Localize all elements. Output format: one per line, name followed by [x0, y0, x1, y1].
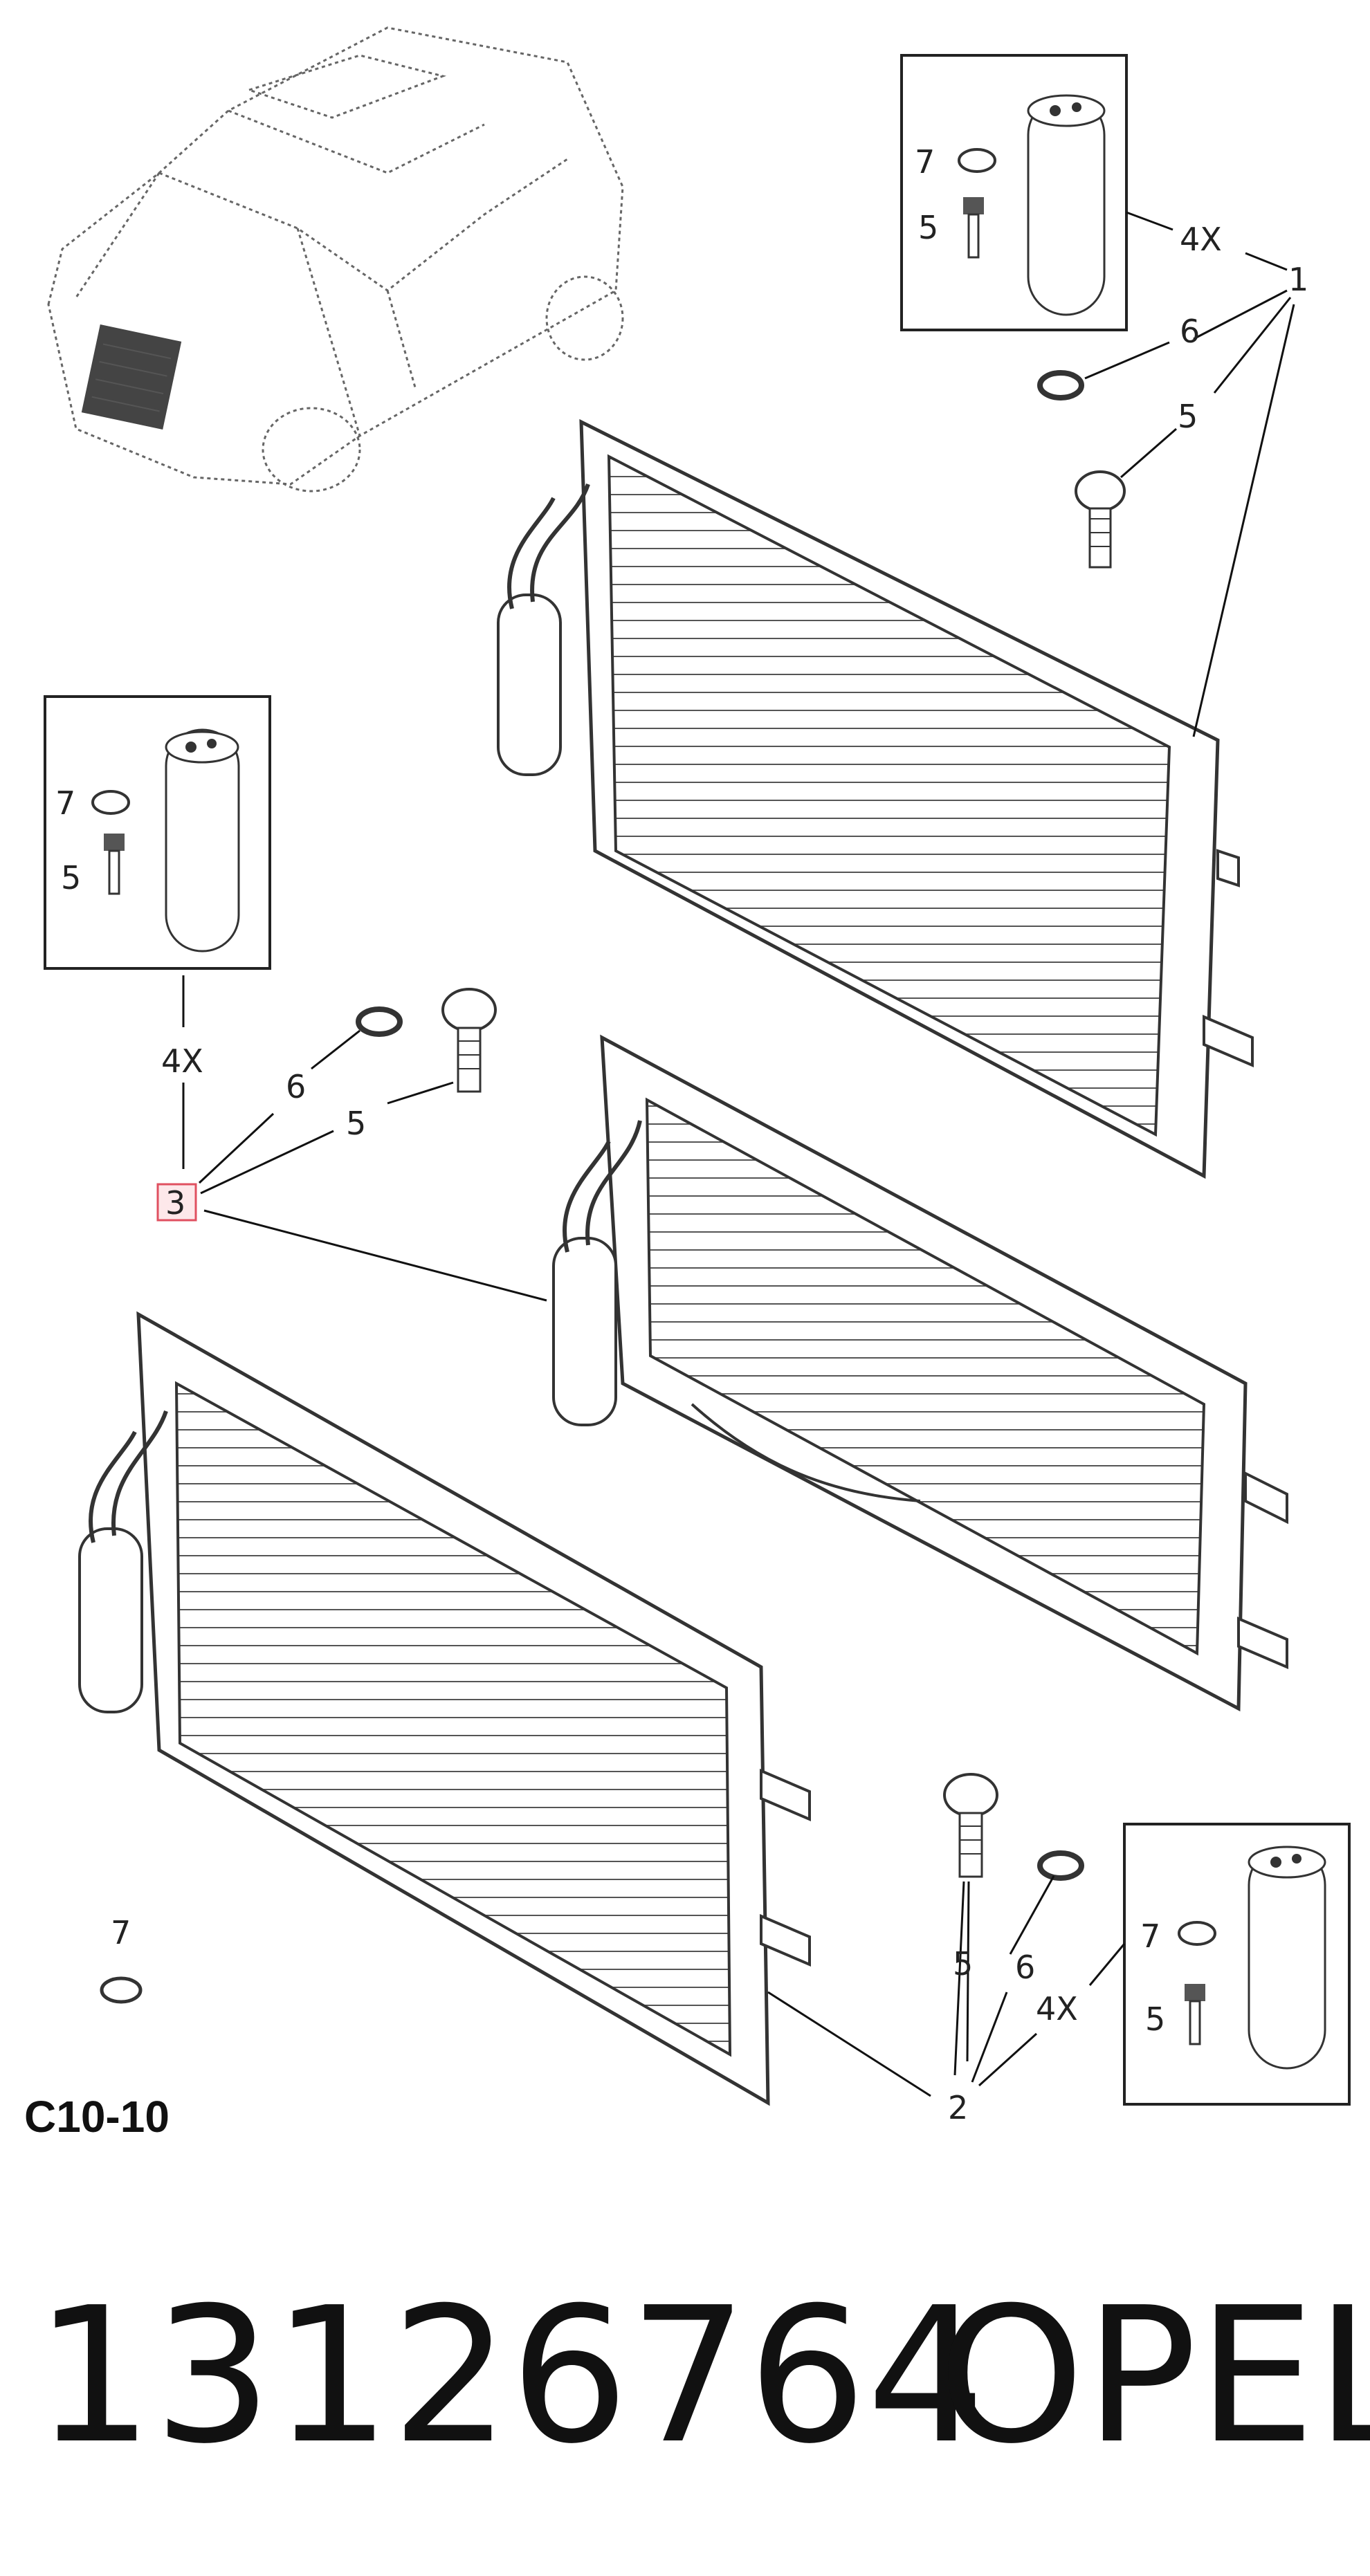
callout-4x-bottom: 4X	[1036, 1990, 1078, 2027]
inset-dryer-kit-top	[900, 54, 1128, 331]
seal-ring-top	[1037, 370, 1084, 401]
condenser-assembly-1	[497, 418, 1254, 1179]
callout-4x-left: 4X	[161, 1042, 203, 1080]
callout-5-left-box: 5	[61, 859, 81, 896]
o-ring-loose	[100, 1976, 143, 2004]
part-number: 13126764	[35, 2267, 986, 2485]
condenser-assembly-2	[552, 1034, 1288, 1712]
bolt-mid	[441, 988, 497, 1093]
callout-6-bottom: 6	[1015, 1949, 1035, 1986]
callout-6-mid: 6	[286, 1068, 306, 1105]
callout-5-bottom-box: 5	[1145, 2000, 1165, 2038]
sheet-code: C10-10	[24, 2092, 170, 2142]
callout-3: 3	[165, 1184, 185, 1222]
callout-7-left-box: 7	[55, 784, 75, 822]
callout-6-top: 6	[1180, 313, 1200, 350]
bolt-top	[1075, 470, 1126, 569]
inset-dryer-kit-left	[44, 695, 271, 970]
callout-5-top: 5	[1178, 398, 1198, 435]
bolt-bottom	[943, 1773, 998, 1878]
callout-7-top-box: 7	[915, 143, 935, 181]
callout-7-loose: 7	[111, 1914, 131, 1951]
inset-dryer-kit-bottom	[1123, 1823, 1351, 2106]
callout-labels: 4X 1 6 5 7 5 7 5 4X 6 5 3 7 5 6 4X 2 7 5…	[24, 143, 1308, 2142]
seal-ring-mid	[356, 1006, 403, 1037]
callout-1: 1	[1288, 261, 1308, 298]
condenser-assembly-3	[78, 1311, 811, 2106]
o-ring	[1178, 1921, 1216, 1946]
leader-lines	[182, 211, 1295, 2097]
seal-ring-bottom	[1037, 1850, 1084, 1881]
o-ring	[958, 148, 996, 173]
brand-name: OPEL	[938, 2267, 1370, 2485]
o-ring	[91, 790, 130, 815]
callout-4x-top: 4X	[1180, 221, 1222, 258]
callout-7-bottom-box: 7	[1140, 1917, 1160, 1955]
callout-5-top-box: 5	[918, 209, 938, 246]
callout-5-bottom: 5	[953, 1945, 973, 1982]
callout-2: 2	[948, 2089, 968, 2126]
vehicle-condenser-highlight	[81, 324, 182, 430]
callout-5-mid: 5	[346, 1105, 366, 1142]
callout-3-highlight	[156, 1183, 197, 1222]
vehicle-illustration	[47, 26, 624, 493]
